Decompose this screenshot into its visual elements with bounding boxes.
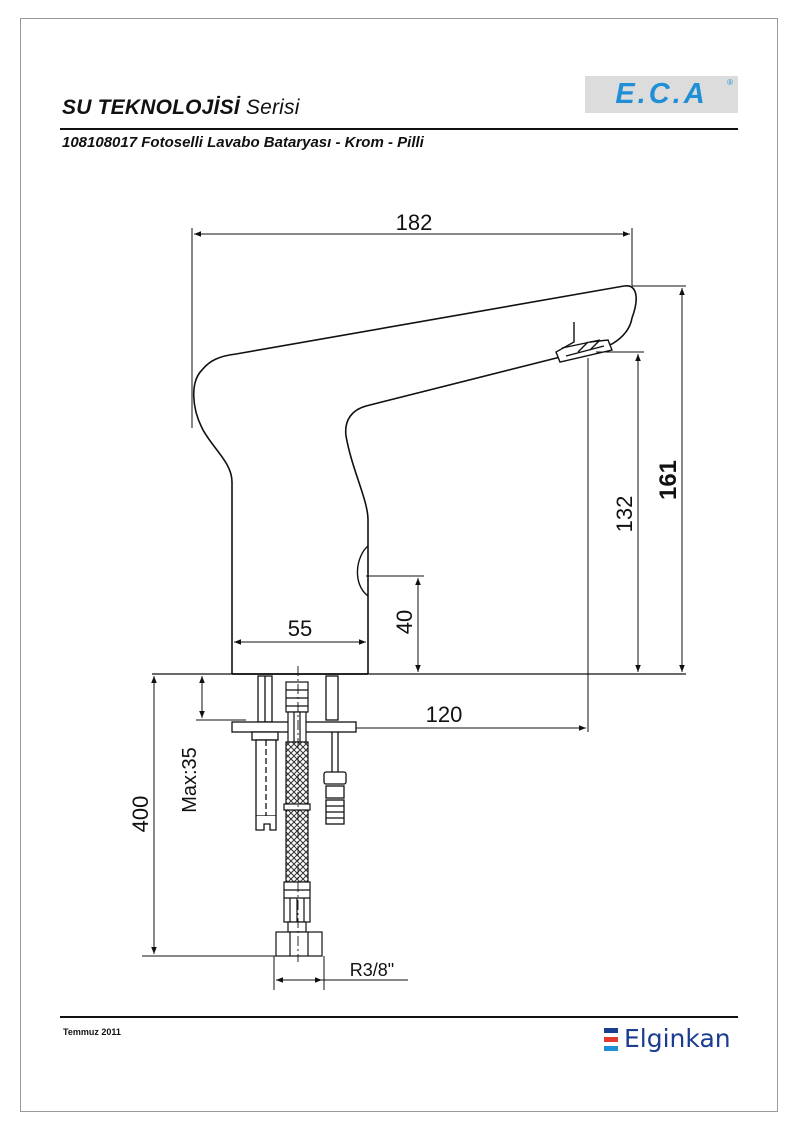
series-title: SU TEKNOLOJİSİ Serisi	[62, 96, 300, 119]
eca-logo-text: E.C.A	[615, 78, 708, 110]
dim-thread-label: R3/8"	[350, 960, 394, 980]
registered-mark: ®	[727, 78, 733, 87]
dim-height-label: 161	[655, 460, 682, 500]
dim-spout-label: 132	[612, 496, 637, 533]
faucet-body	[192, 285, 637, 674]
elginkan-logo: Elginkan	[604, 1024, 744, 1056]
sensor-window	[356, 545, 369, 597]
hose-nut	[275, 931, 323, 957]
flexible-hose	[275, 666, 323, 962]
dim-reach-label: 120	[426, 702, 463, 727]
elginkan-mark-icon	[604, 1028, 618, 1052]
footer-date: Temmuz 2011	[63, 1027, 121, 1037]
eca-logo: E.C.A ®	[585, 76, 738, 113]
dim-width-label: 182	[396, 210, 433, 235]
dim-max-label: Max:35	[179, 747, 201, 813]
dim-hose-label: 400	[128, 796, 153, 833]
aerator	[555, 322, 613, 363]
dim-base-label: 55	[288, 616, 312, 641]
dimension-lines	[151, 231, 685, 983]
header-rule	[60, 128, 738, 130]
page-frame	[20, 18, 778, 1112]
extension-lines	[142, 228, 686, 990]
product-title: 108108017 Fotoselli Lavabo Bataryası - K…	[62, 134, 424, 151]
dim-sensor-label: 40	[392, 610, 417, 634]
footer-rule	[60, 1016, 738, 1018]
connector-plug	[323, 771, 347, 785]
elginkan-wordmark: Elginkan	[624, 1024, 731, 1053]
